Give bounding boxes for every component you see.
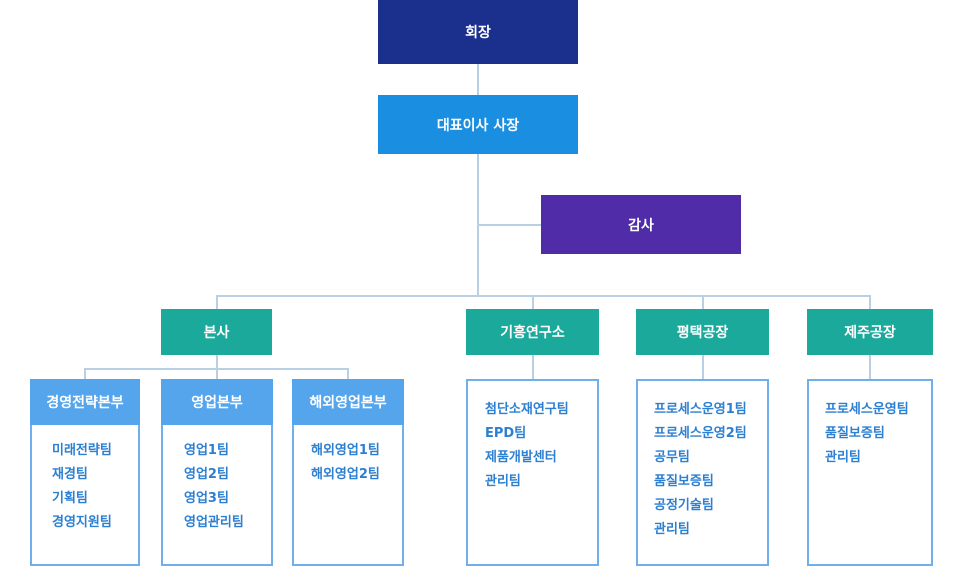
connector-drop-giheung xyxy=(532,295,534,310)
connector-jeju-panel xyxy=(869,355,871,380)
list-item: 관리팀 xyxy=(825,450,861,465)
list-item: 첨단소재연구팀 xyxy=(485,402,569,417)
department-header-strategy: 경영전략본부 xyxy=(30,379,140,425)
connector-pyeongtaek-panel xyxy=(702,355,704,380)
department-panel-strategy: 경영전략본부 미래전략팀 재경팀 기획팀 경영지원팀 xyxy=(30,379,140,566)
division-panel-pyeongtaek: 프로세스운영1팀 프로세스운영2팀 공무팀 품질보증팀 공정기술팀 관리팀 xyxy=(636,379,769,566)
connector-drop-sales xyxy=(216,368,218,380)
list-item: 품질보증팀 xyxy=(825,426,885,441)
list-item: 제품개발센터 xyxy=(485,450,557,465)
audit-box: 감사 xyxy=(541,195,741,254)
division-box-jeju: 제주공장 xyxy=(807,309,933,355)
connector-drop-strategy xyxy=(84,368,86,380)
connector-drop-jeju xyxy=(869,295,871,310)
connector-hq-down xyxy=(216,355,218,369)
connector-giheung-panel xyxy=(532,355,534,380)
department-header-sales: 영업본부 xyxy=(161,379,273,425)
division-list-pyeongtaek: 프로세스운영1팀 프로세스운영2팀 공무팀 품질보증팀 공정기술팀 관리팀 xyxy=(654,398,747,542)
list-item: 관리팀 xyxy=(654,522,690,537)
list-item: 영업2팀 xyxy=(184,467,229,482)
department-list-strategy: 미래전략팀 재경팀 기획팀 경영지원팀 xyxy=(52,439,112,535)
list-item: 프로세스운영팀 xyxy=(825,402,909,417)
list-item: 기획팀 xyxy=(52,491,88,506)
list-item: 미래전략팀 xyxy=(52,443,112,458)
connector-drop-overseas xyxy=(347,368,349,380)
list-item: 재경팀 xyxy=(52,467,88,482)
department-panel-sales: 영업본부 영업1팀 영업2팀 영업3팀 영업관리팀 xyxy=(161,379,273,566)
division-box-hq: 본사 xyxy=(161,309,272,355)
department-header-overseas: 해외영업본부 xyxy=(292,379,404,425)
department-list-overseas: 해외영업1팀 해외영업2팀 xyxy=(311,439,380,487)
list-item: EPD팀 xyxy=(485,426,527,441)
list-item: 영업3팀 xyxy=(184,491,229,506)
division-list-jeju: 프로세스운영팀 품질보증팀 관리팀 xyxy=(825,398,909,470)
department-panel-overseas: 해외영업본부 해외영업1팀 해외영업2팀 xyxy=(292,379,404,566)
division-box-pyeongtaek: 평택공장 xyxy=(636,309,769,355)
list-item: 해외영업1팀 xyxy=(311,443,380,458)
list-item: 해외영업2팀 xyxy=(311,467,380,482)
list-item: 공무팀 xyxy=(654,450,690,465)
connector-division-bus xyxy=(216,295,871,297)
list-item: 경영지원팀 xyxy=(52,515,112,530)
division-list-giheung: 첨단소재연구팀 EPD팀 제품개발센터 관리팀 xyxy=(485,398,569,494)
connector-audit xyxy=(478,224,541,226)
chairman-box: 회장 xyxy=(378,0,578,64)
list-item: 영업관리팀 xyxy=(184,515,244,530)
connector-drop-hq xyxy=(216,295,218,310)
connector-drop-pyeongtaek xyxy=(702,295,704,310)
division-panel-giheung: 첨단소재연구팀 EPD팀 제품개발센터 관리팀 xyxy=(466,379,599,566)
list-item: 공정기술팀 xyxy=(654,498,714,513)
division-panel-jeju: 프로세스운영팀 품질보증팀 관리팀 xyxy=(807,379,933,566)
list-item: 영업1팀 xyxy=(184,443,229,458)
division-box-giheung: 기흥연구소 xyxy=(466,309,599,355)
connector-chairman-ceo xyxy=(477,64,479,96)
list-item: 프로세스운영1팀 xyxy=(654,402,747,417)
list-item: 품질보증팀 xyxy=(654,474,714,489)
department-list-sales: 영업1팀 영업2팀 영업3팀 영업관리팀 xyxy=(184,439,244,535)
list-item: 프로세스운영2팀 xyxy=(654,426,747,441)
list-item: 관리팀 xyxy=(485,474,521,489)
ceo-box: 대표이사 사장 xyxy=(378,95,578,154)
